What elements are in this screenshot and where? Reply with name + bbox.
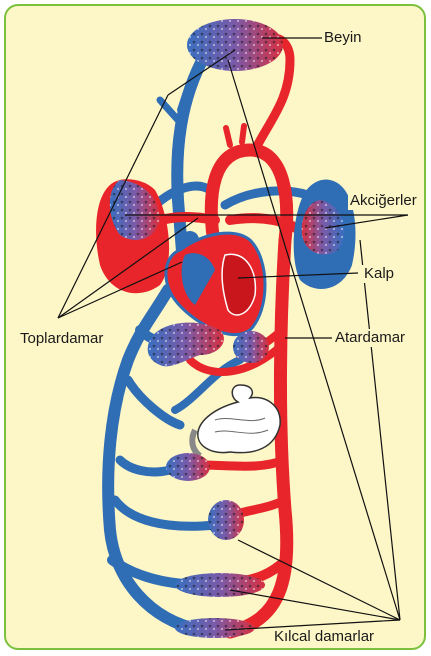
label-lungs: Akciğerler xyxy=(348,192,419,210)
label-heart: Kalp xyxy=(362,265,396,283)
small-organ xyxy=(233,331,269,363)
lung-left xyxy=(96,179,169,293)
liver xyxy=(148,323,224,367)
label-artery: Atardamar xyxy=(333,329,407,347)
stomach-intestine xyxy=(192,385,280,456)
brain-capillaries xyxy=(187,19,283,71)
leader-cap-lung xyxy=(360,240,400,620)
label-vein: Toplardamar xyxy=(18,330,105,348)
label-capillaries: Kılcal damarlar xyxy=(272,628,376,646)
heart xyxy=(166,233,265,334)
intestine-capillaries xyxy=(166,453,210,481)
label-brain: Beyin xyxy=(322,29,364,47)
kidney xyxy=(208,500,244,540)
leg-capillaries-lower xyxy=(175,618,255,638)
